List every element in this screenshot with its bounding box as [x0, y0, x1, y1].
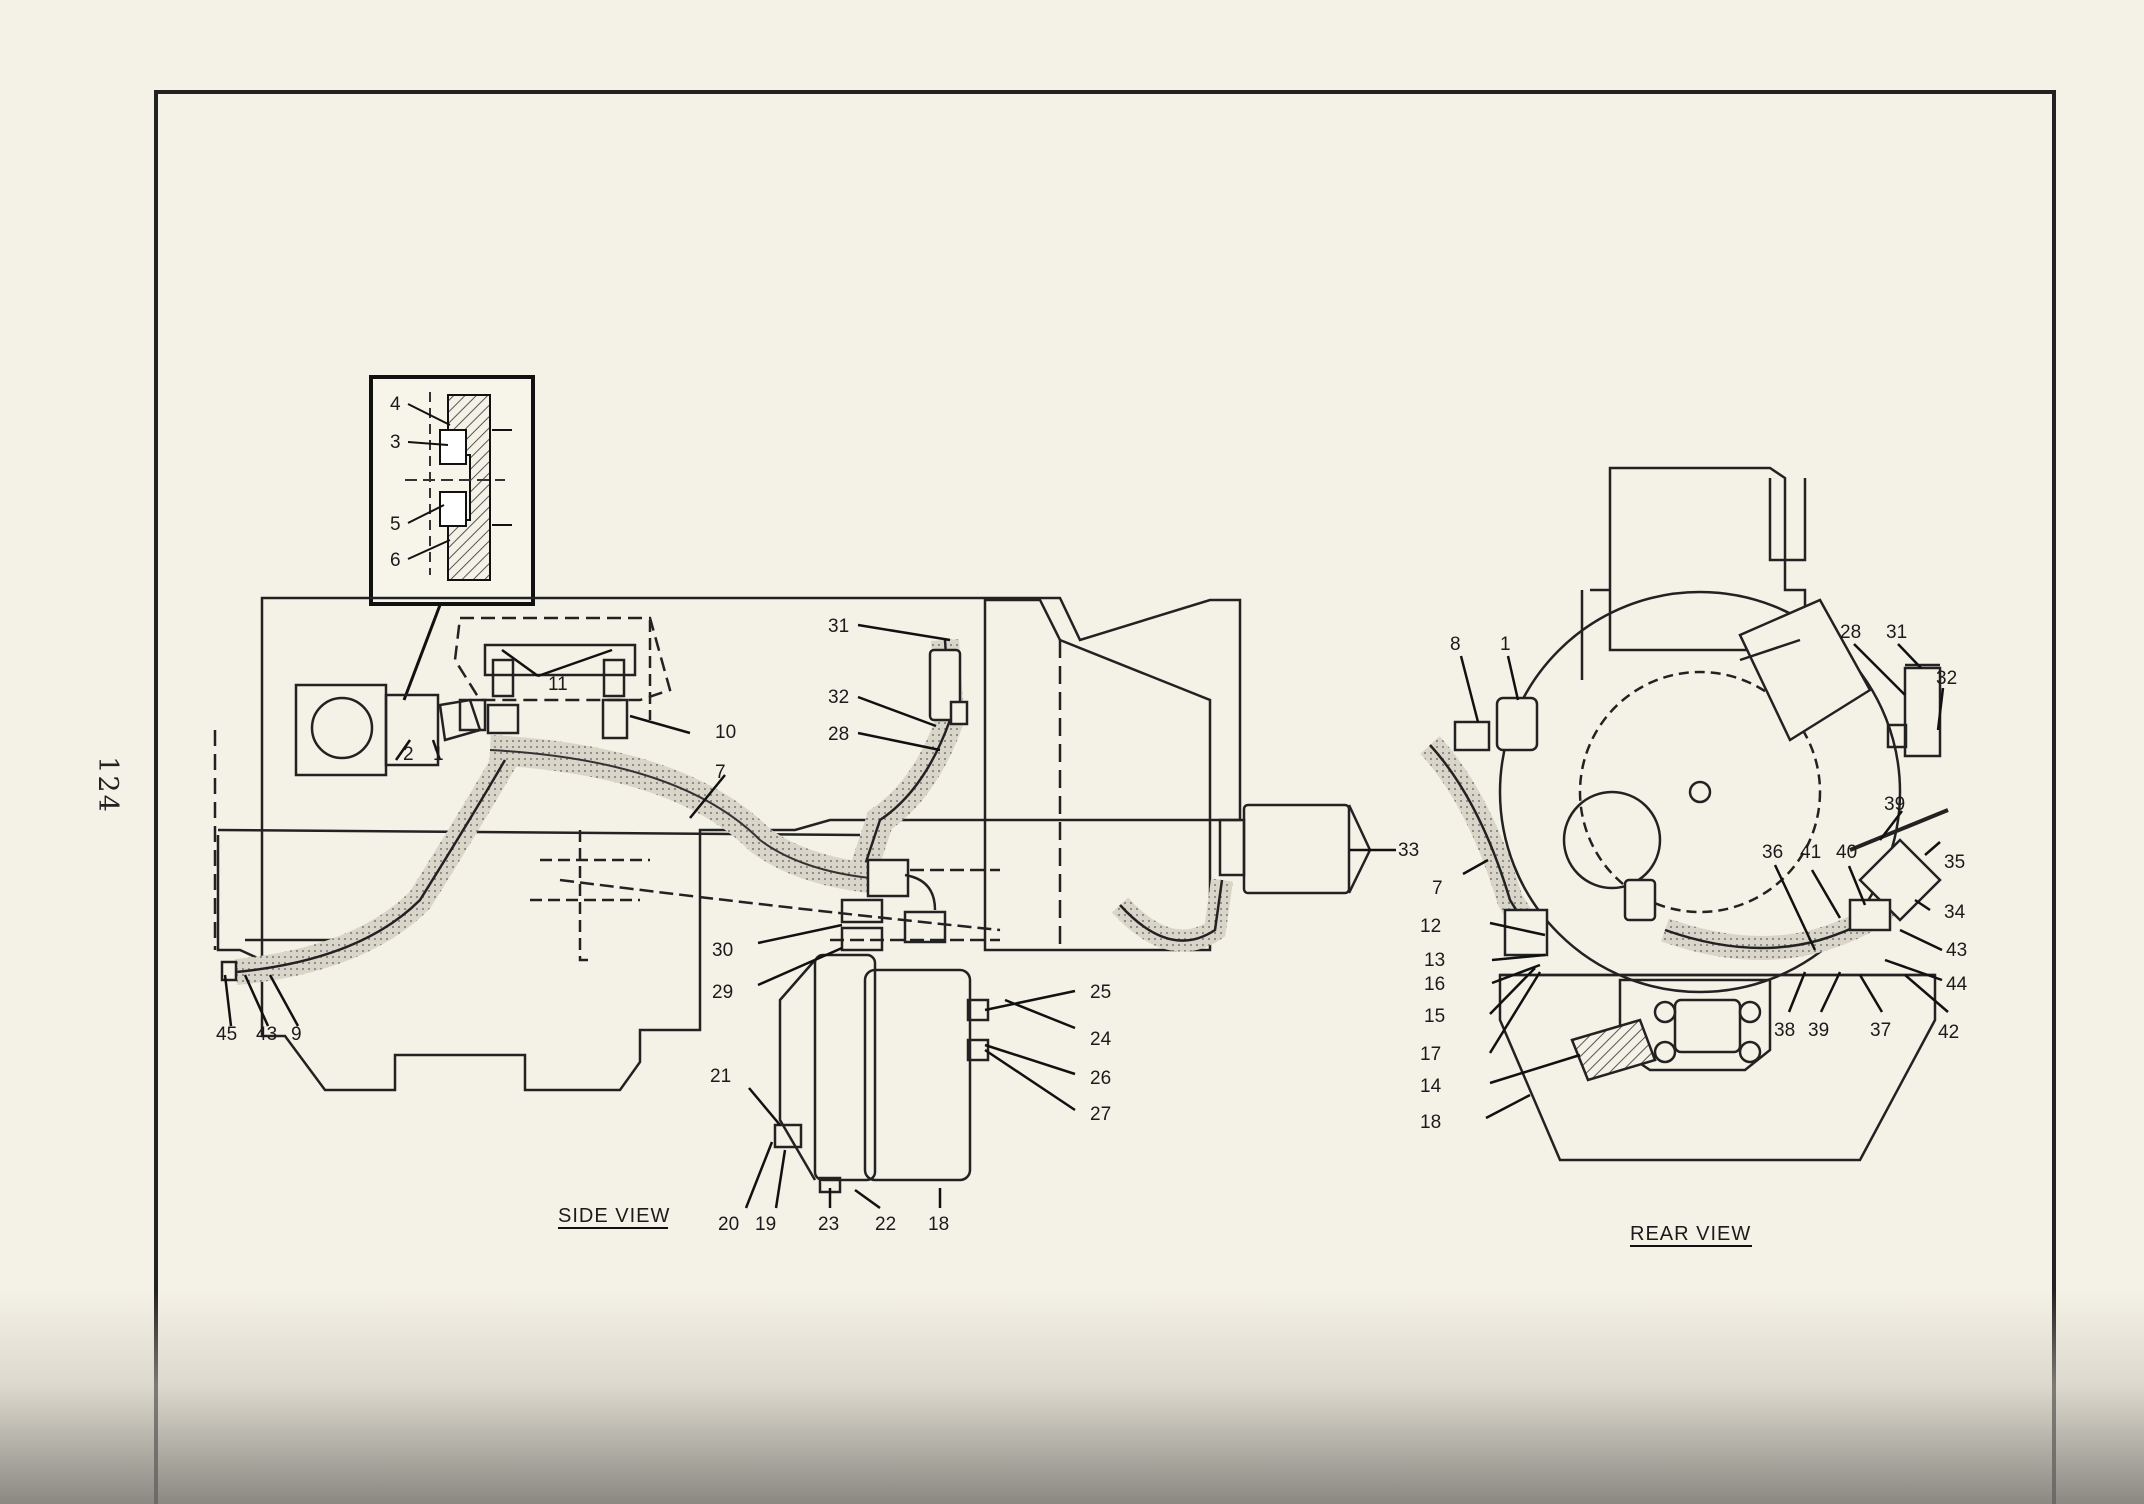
side-view-drawing [213, 596, 1372, 1194]
rear-view-leaders [1459, 643, 1949, 1120]
callout-20: 20 [718, 1214, 739, 1235]
callout-31: 31 [828, 616, 849, 637]
callouts-inset: 4 3 5 6 [390, 394, 401, 571]
callout-34: 34 [1944, 902, 1966, 923]
callout-33: 33 [1398, 840, 1419, 861]
callout-13: 13 [1424, 950, 1445, 971]
callout-39-lower: 39 [1808, 1020, 1829, 1041]
callout-30: 30 [712, 940, 733, 961]
callout-22: 22 [875, 1214, 896, 1235]
rear-view-drawing [1420, 466, 1949, 1162]
callout-25: 25 [1090, 982, 1111, 1003]
callout-31-rear: 31 [1886, 622, 1907, 643]
callout-28: 28 [828, 724, 849, 745]
callouts-rear-view: 8 1 28 31 32 39 35 34 36 41 40 43 44 37 … [1420, 622, 1968, 1133]
callout-32-rear: 32 [1936, 668, 1957, 689]
callout-6: 6 [390, 550, 401, 571]
callout-41: 41 [1800, 842, 1821, 863]
callout-39: 39 [1884, 794, 1905, 815]
callouts-side-view: 11 10 2 1 7 31 32 28 33 30 29 25 24 26 2… [216, 616, 1419, 1235]
callout-19: 19 [755, 1214, 776, 1235]
callout-24: 24 [1090, 1029, 1112, 1050]
callout-27: 27 [1090, 1104, 1111, 1125]
callout-38: 38 [1774, 1020, 1795, 1041]
callout-5: 5 [390, 514, 401, 535]
callout-1: 1 [433, 744, 444, 765]
callout-10: 10 [715, 722, 736, 743]
callout-36: 36 [1762, 842, 1783, 863]
callout-3: 3 [390, 432, 401, 453]
callout-37: 37 [1870, 1020, 1891, 1041]
callout-9: 9 [291, 1024, 302, 1045]
page-border [154, 90, 2056, 1504]
callout-11: 11 [548, 674, 568, 695]
callout-29: 29 [712, 982, 733, 1003]
callout-32: 32 [828, 687, 849, 708]
callout-23: 23 [818, 1214, 839, 1235]
callout-18-rear: 18 [1420, 1112, 1441, 1133]
callout-4: 4 [390, 394, 401, 415]
callout-43: 43 [256, 1024, 277, 1045]
callout-17: 17 [1420, 1044, 1441, 1065]
detail-inset [369, 375, 535, 701]
callout-7: 7 [715, 762, 726, 783]
callout-14: 14 [1420, 1076, 1442, 1097]
callout-26: 26 [1090, 1068, 1111, 1089]
callout-18: 18 [928, 1214, 949, 1235]
callout-42: 42 [1938, 1022, 1959, 1043]
side-view-title: SIDE VIEW [558, 1205, 670, 1227]
callout-8: 8 [1450, 634, 1461, 655]
view-titles: SIDE VIEW REAR VIEW [558, 1205, 1752, 1247]
callout-44: 44 [1946, 974, 1968, 995]
callout-35: 35 [1944, 852, 1965, 873]
rear-view-title: REAR VIEW [1630, 1223, 1751, 1245]
callout-15: 15 [1424, 1006, 1445, 1027]
callout-7-rear: 7 [1432, 878, 1443, 899]
callout-45: 45 [216, 1024, 237, 1045]
callout-21: 21 [710, 1066, 731, 1087]
callout-43-rear: 43 [1946, 940, 1967, 961]
callout-40: 40 [1836, 842, 1857, 863]
callout-28-rear: 28 [1840, 622, 1861, 643]
side-view-leaders [223, 623, 1396, 1210]
callout-1-rear: 1 [1500, 634, 1511, 655]
callout-12: 12 [1420, 916, 1441, 937]
callout-2: 2 [403, 744, 414, 765]
callout-16: 16 [1424, 974, 1445, 995]
